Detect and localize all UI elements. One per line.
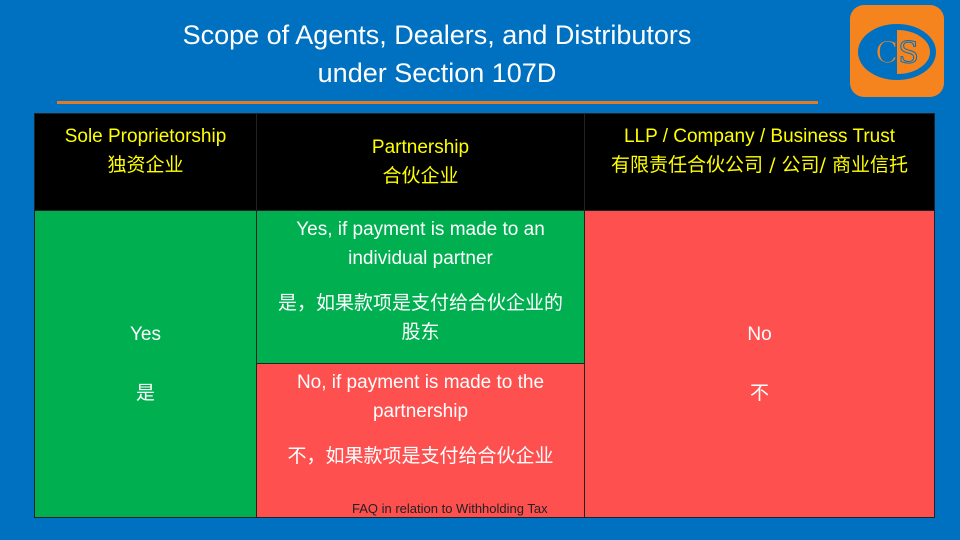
svg-text:CS: CS bbox=[875, 36, 919, 71]
cell-zh: 是，如果款项是支付给合伙企业的股东 bbox=[277, 292, 563, 343]
cell-zh: 不 bbox=[749, 382, 769, 404]
cell-zh: 是 bbox=[135, 382, 155, 404]
title-line-1: Scope of Agents, Dealers, and Distributo… bbox=[182, 20, 692, 50]
cell-en: No bbox=[747, 324, 772, 345]
header-zh: 独资企业 bbox=[107, 154, 184, 176]
cell-zh: 不，如果款项是支付给合伙企业 bbox=[287, 445, 554, 467]
cell-en: No, if payment is made to the partnershi… bbox=[296, 372, 545, 422]
header-en: LLP / Company / Business Trust bbox=[623, 126, 896, 147]
header-en: Sole Proprietorship bbox=[64, 126, 227, 147]
header-en: Partnership bbox=[371, 137, 470, 158]
cell-partner-yes: Yes, if payment is made to an individual… bbox=[256, 210, 585, 364]
footer-text: FAQ in relation to Withholding Tax bbox=[352, 501, 548, 516]
title-line-2: under Section 107D bbox=[317, 58, 557, 88]
header-company: LLP / Company / Business Trust 有限责任合伙公司 … bbox=[584, 113, 935, 211]
cell-partner-no: No, if payment is made to the partnershi… bbox=[256, 363, 585, 518]
cell-sole-yes: Yes 是 bbox=[34, 210, 257, 518]
slide-title: Scope of Agents, Dealers, and Distributo… bbox=[110, 16, 764, 92]
header-zh: 合伙企业 bbox=[382, 165, 459, 187]
title-divider bbox=[57, 101, 818, 104]
cell-en: Yes, if payment is made to an individual… bbox=[296, 219, 545, 269]
cell-company-no: No 不 bbox=[584, 210, 935, 518]
header-sole-proprietorship: Sole Proprietorship 独资企业 bbox=[34, 113, 257, 211]
header-partnership: Partnership 合伙企业 bbox=[256, 113, 585, 211]
header-zh: 有限责任合伙公司 / 公司/ 商业信托 bbox=[611, 154, 908, 176]
cs-logo: CS bbox=[850, 5, 944, 97]
cell-en: Yes bbox=[130, 324, 161, 345]
